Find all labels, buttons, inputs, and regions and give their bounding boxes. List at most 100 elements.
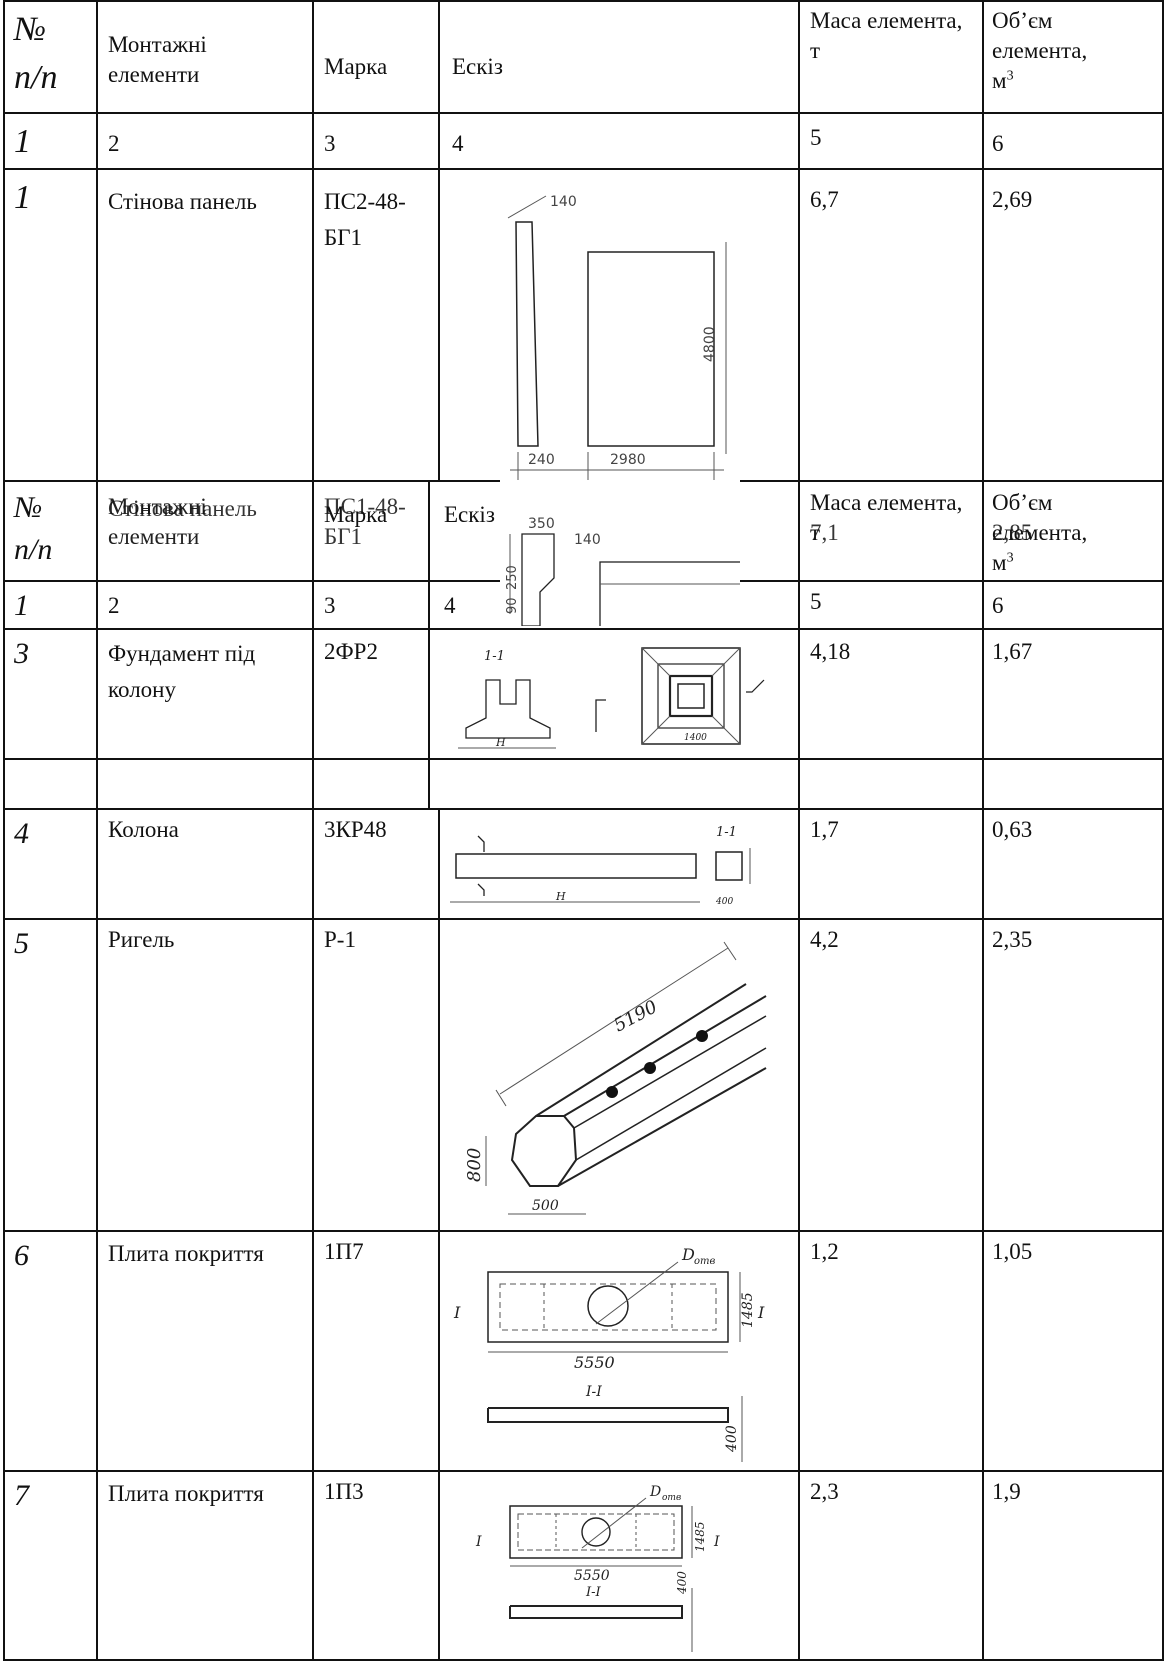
- header2-num-symbol: №: [14, 491, 43, 524]
- slab1-d-label: D: [681, 1245, 695, 1264]
- grid-line: [3, 0, 1164, 2]
- row4-mark: 3КР48: [324, 817, 387, 842]
- slab2-height-label: 400: [675, 1571, 689, 1595]
- column-h-label: H: [555, 890, 566, 903]
- index2-4: 4: [444, 593, 456, 618]
- row2-mark: ПС1-48-БГ1: [324, 494, 406, 549]
- row7-mark: 1П3: [324, 1479, 364, 1504]
- header2-mark: Марка: [324, 502, 388, 527]
- row7-volume: 1,9: [992, 1479, 1021, 1504]
- row2-element: Стінова панель: [108, 496, 257, 521]
- header2-sketch: Ескіз: [444, 502, 495, 527]
- foundation-h-label: H: [495, 736, 506, 749]
- row3-element: Фундамент під колону: [108, 641, 256, 702]
- grid-line: [428, 480, 430, 810]
- slab1-d-sub: отв: [694, 1256, 716, 1267]
- slab2-length-label: 5550: [574, 1568, 610, 1584]
- row3-volume: 1,67: [992, 639, 1033, 664]
- header-volume-text: Об’єм елемента,: [992, 8, 1088, 63]
- row7-num: 7: [14, 1479, 29, 1512]
- header2-elements: Монтажні елементи: [108, 494, 207, 549]
- row6-mark: 1П7: [324, 1239, 364, 1264]
- grid-line: [438, 810, 440, 1661]
- slab2-section-right: I: [713, 1534, 720, 1550]
- sketch-column: H 1-1 400: [446, 814, 792, 914]
- sketch-wall-panel-2: 350 140 250 90: [500, 514, 740, 626]
- header2-num-nn: n/n: [14, 533, 53, 566]
- row1-element: Стінова панель: [108, 189, 257, 214]
- header-num-nn: n/n: [14, 59, 58, 96]
- header2-volume-text: Об’єм елемента,: [992, 490, 1088, 545]
- index2-6: 6: [992, 593, 1004, 618]
- header2-mass: Маса елемента, т: [810, 490, 963, 545]
- grid-line: [3, 0, 5, 1661]
- foundation-section-label: 1-1: [484, 649, 505, 664]
- row1-volume: 2,69: [992, 187, 1033, 212]
- row2-volume: 2,85: [992, 520, 1033, 545]
- index-6: 6: [992, 131, 1004, 156]
- row3-mass: 4,18: [810, 639, 851, 664]
- wall-panel-2-dim-a: 350: [528, 516, 555, 532]
- foundation-dim-label: 1400: [684, 733, 707, 743]
- slab2-d-sub: отв: [662, 1493, 681, 1503]
- index-4: 4: [452, 131, 464, 156]
- index2-3: 3: [324, 593, 336, 618]
- row1-mark: ПС2-48-БГ1: [324, 189, 406, 250]
- column-drawing: H 1-1 400: [450, 825, 751, 907]
- row1-mass: 6,7: [810, 187, 839, 212]
- sketch-wall-panel-1: 140 4800 240 2980: [500, 190, 740, 490]
- slab2-section-left: I: [475, 1534, 482, 1550]
- grid-line: [3, 168, 1164, 170]
- row6-volume: 1,05: [992, 1239, 1033, 1264]
- row5-volume: 2,35: [992, 927, 1033, 952]
- wall-panel-1-drawing: 140 4800 240 2980: [507, 194, 727, 480]
- wall-panel-2-dim-b: 140: [574, 532, 601, 548]
- grid-line: [982, 0, 984, 1661]
- grid-line: [3, 112, 1164, 114]
- column-section-label: 1-1: [716, 825, 737, 840]
- slab1-section-label: I-I: [585, 1384, 602, 1400]
- slab2-section-label: I-I: [585, 1585, 602, 1600]
- grid-line: [798, 0, 800, 1661]
- rigel-hole-mark: [696, 1030, 708, 1042]
- sketch-slab-1p3: D отв I I 1485 5550 I-I 400: [446, 1476, 792, 1656]
- header-volume-unit: м: [992, 68, 1007, 93]
- row6-element: Плита покриття: [108, 1241, 264, 1266]
- foundation-drawing: 1-1 H 1400: [458, 647, 765, 749]
- rigel-length-label: 5190: [610, 996, 660, 1036]
- grid-line: [438, 0, 440, 480]
- slab-1p3-drawing: D отв I I 1485 5550 I-I 400: [475, 1484, 720, 1652]
- rigel-height-label: 800: [464, 1148, 485, 1182]
- column-dim-label: 400: [715, 897, 733, 907]
- slab2-d-label: D: [649, 1484, 661, 1500]
- sketch-slab-1p7: D отв I I 1485 5550 I-I 400: [446, 1236, 792, 1466]
- row4-mass: 1,7: [810, 817, 839, 842]
- row2-mass: 7,1: [810, 520, 839, 545]
- slab1-height-label: 400: [724, 1425, 740, 1453]
- wall-panel-2-dim-c: 250: [505, 565, 520, 590]
- slab1-section-right: I: [757, 1303, 765, 1322]
- index2-1: 1: [14, 589, 29, 622]
- slab-1p7-drawing: D отв I I 1485 5550 I-I 400: [453, 1245, 765, 1462]
- wall-panel-1-dim-b2: 2980: [610, 452, 646, 468]
- grid-line: [3, 758, 1164, 760]
- row7-element: Плита покриття: [108, 1481, 264, 1506]
- sketch-rigel: 5190 800 500: [446, 924, 792, 1226]
- grid-line: [3, 808, 1164, 810]
- row4-volume: 0,63: [992, 817, 1033, 842]
- rigel-hole-mark: [644, 1062, 656, 1074]
- index-1: 1: [14, 123, 31, 160]
- wall-panel-1-dim-height: 4800: [702, 326, 718, 362]
- grid-line: [3, 918, 1164, 920]
- row5-num: 5: [14, 927, 29, 960]
- rigel-hole-mark: [606, 1086, 618, 1098]
- index2-5: 5: [810, 589, 822, 614]
- rigel-drawing: 5190 800 500: [464, 941, 767, 1215]
- header-mass: Маса елемента, т: [810, 8, 963, 63]
- sketch-foundation: 1-1 H 1400: [446, 636, 792, 754]
- header-volume-sup: 3: [1006, 68, 1014, 84]
- row1-num: 1: [14, 179, 31, 216]
- grid-line: [1162, 0, 1164, 1661]
- grid-line: [3, 1659, 1164, 1661]
